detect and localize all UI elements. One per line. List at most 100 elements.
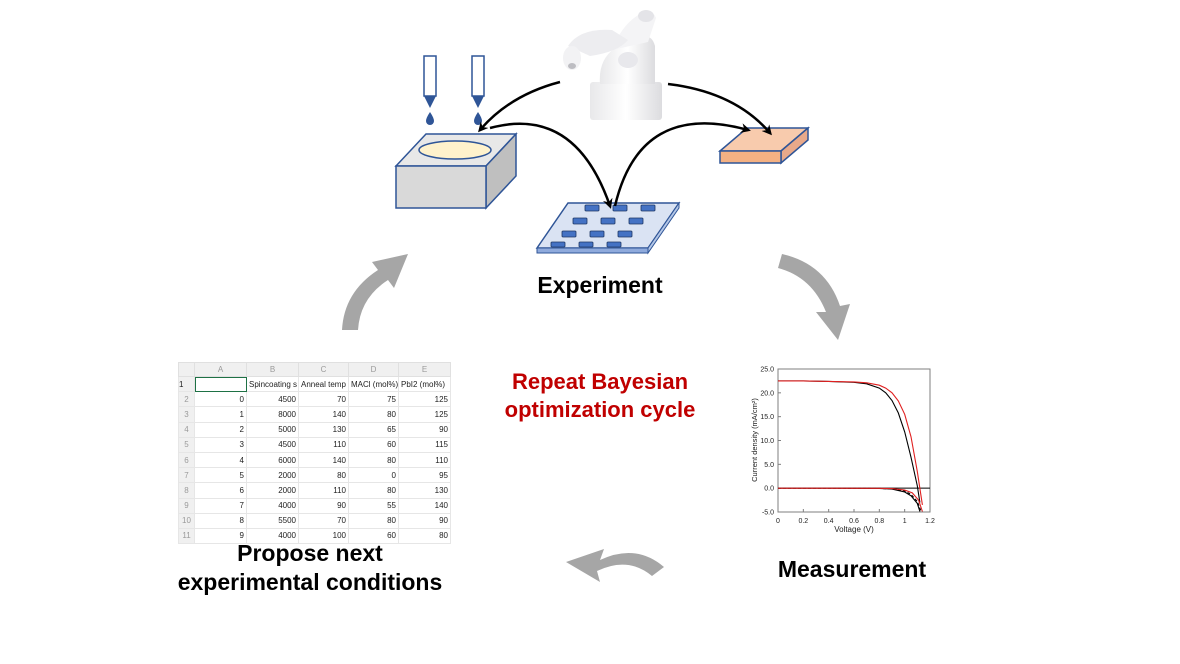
chart-x-tick-label: 0.6 [849, 518, 859, 525]
spreadsheet-cell[interactable]: 125 [398, 391, 451, 408]
spreadsheet-cell[interactable]: 80 [348, 406, 399, 423]
spreadsheet-cell[interactable]: 65 [348, 421, 399, 438]
spreadsheet-header-cell[interactable] [194, 375, 247, 393]
spreadsheet-cell[interactable]: 90 [298, 497, 349, 514]
spreadsheet-cell[interactable]: 110 [398, 451, 451, 469]
spreadsheet-row-number: 1 [178, 375, 195, 393]
spreadsheet-cell[interactable]: 3 [194, 436, 247, 453]
chart-series-line-4 [778, 487, 923, 512]
spreadsheet-column-header-row: A B C D E [178, 362, 451, 377]
spreadsheet-cell[interactable]: 55 [348, 497, 399, 514]
spreadsheet-cell[interactable]: 4500 [246, 436, 299, 453]
spreadsheet-cell[interactable]: 80 [298, 467, 349, 484]
chart-x-tick-label: 0.8 [874, 518, 884, 525]
spreadsheet-cell[interactable]: 80 [398, 527, 451, 545]
spreadsheet-cell[interactable]: 60 [348, 527, 399, 545]
spreadsheet-cell[interactable]: 125 [398, 406, 451, 423]
chart-series-line-3 [778, 487, 922, 512]
chart-y-axis-label: Current density (mA/cm²) [750, 398, 759, 482]
spreadsheet-header-cell[interactable]: Spincoating s [246, 375, 299, 393]
spreadsheet-cell[interactable]: 110 [298, 482, 349, 499]
spreadsheet-cell[interactable]: 0 [348, 467, 399, 484]
spreadsheet-cell[interactable]: 80 [348, 512, 399, 529]
spreadsheet-row-number: 5 [178, 436, 195, 453]
spreadsheet-cell[interactable]: 6 [194, 482, 247, 499]
spreadsheet-cell[interactable]: 70 [298, 512, 349, 529]
spreadsheet-cell[interactable]: 2 [194, 421, 247, 438]
spreadsheet-cell[interactable]: 140 [398, 497, 451, 514]
spreadsheet-cell[interactable]: 0 [194, 391, 247, 408]
spreadsheet-column-letter: C [298, 362, 349, 377]
chart-x-tick-label: 0 [776, 518, 780, 525]
spreadsheet-cell[interactable]: 130 [298, 421, 349, 438]
cycle-arrows [342, 254, 850, 582]
spreadsheet-cell[interactable]: 2000 [246, 467, 299, 484]
chart-x-tick-label: 0.2 [798, 518, 808, 525]
spreadsheet-cell[interactable]: 115 [398, 436, 451, 453]
spreadsheet-column-letter: D [348, 362, 399, 377]
spreadsheet-column-letter: A [194, 362, 247, 377]
spreadsheet-cell[interactable]: 80 [348, 482, 399, 499]
chart-y-tick-label: 20.0 [760, 390, 774, 397]
chart-x-tick-label: 1.2 [925, 518, 935, 525]
spreadsheet-cell[interactable]: 4 [194, 451, 247, 469]
hot-plate-icon [717, 126, 811, 165]
spreadsheet-column-letter: B [246, 362, 299, 377]
chart-y-tick-label: 10.0 [760, 438, 774, 445]
spreadsheet-column-letter: E [398, 362, 451, 377]
spreadsheet-row-number: 6 [178, 451, 195, 469]
chart-y-ticks: -5.00.05.010.015.020.025.0 [760, 367, 781, 517]
spreadsheet-header-cell[interactable]: MACl (mol%) [348, 375, 399, 393]
spreadsheet-cell[interactable]: 140 [298, 406, 349, 423]
robot-transfer-arrows [478, 80, 772, 209]
chart-y-tick-label: 0.0 [764, 486, 774, 493]
spreadsheet-cell[interactable]: 90 [398, 421, 451, 438]
spreadsheet-cell[interactable]: 1 [194, 406, 247, 423]
spreadsheet-cell[interactable]: 60 [348, 436, 399, 453]
chart-x-tick-label: 0.4 [824, 518, 834, 525]
spreadsheet-cell[interactable]: 4500 [246, 391, 299, 408]
spreadsheet-cell[interactable]: 70 [298, 391, 349, 408]
arrow-robot-to-heater [667, 82, 772, 136]
experiment-label: Experiment [537, 272, 663, 298]
chart-x-axis-label: Voltage (V) [834, 525, 874, 534]
spreadsheet-cell[interactable]: 8000 [246, 406, 299, 423]
propose-label-line2: experimental conditions [177, 569, 443, 595]
spreadsheet-cell[interactable]: 130 [398, 482, 451, 499]
spreadsheet-cell[interactable]: 8 [194, 512, 247, 529]
spreadsheet-cell[interactable]: 80 [348, 451, 399, 469]
cycle-arrow-to-measurement [778, 254, 850, 340]
spreadsheet-cell[interactable]: 2000 [246, 482, 299, 499]
cycle-label-line1: Repeat Bayesian [511, 369, 689, 394]
spreadsheet-cell[interactable]: 4000 [246, 497, 299, 514]
spreadsheet-cell[interactable]: 6000 [246, 451, 299, 469]
spreadsheet-header-cell[interactable]: Anneal temp [298, 375, 349, 393]
spreadsheet-cell[interactable]: 90 [398, 512, 451, 529]
pipette-left-icon [423, 55, 437, 125]
chart-series [778, 380, 923, 512]
propose-label-line1: Propose next [237, 540, 383, 566]
bayesian-cycle-label: Repeat Bayesian optimization cycle [470, 368, 730, 424]
spreadsheet-cell[interactable]: 110 [298, 436, 349, 453]
spreadsheet-row-number: 4 [178, 421, 195, 438]
spreadsheet-cell[interactable]: 5000 [246, 421, 299, 438]
spreadsheet-cell[interactable]: 95 [398, 467, 451, 484]
spreadsheet-cell[interactable]: 140 [298, 451, 349, 469]
spreadsheet-row-number: 3 [178, 406, 195, 423]
spreadsheet-cell[interactable]: 7 [194, 497, 247, 514]
spreadsheet-cell[interactable]: 5 [194, 467, 247, 484]
spreadsheet-cell[interactable]: 75 [348, 391, 399, 408]
spreadsheet-row-number: 2 [178, 391, 195, 408]
spreadsheet-cell[interactable]: 5500 [246, 512, 299, 529]
spreadsheet-header-cell[interactable]: PbI2 (mol%) [398, 375, 451, 393]
pipette-right-icon [471, 55, 485, 125]
chart-series-line-1 [778, 380, 923, 505]
